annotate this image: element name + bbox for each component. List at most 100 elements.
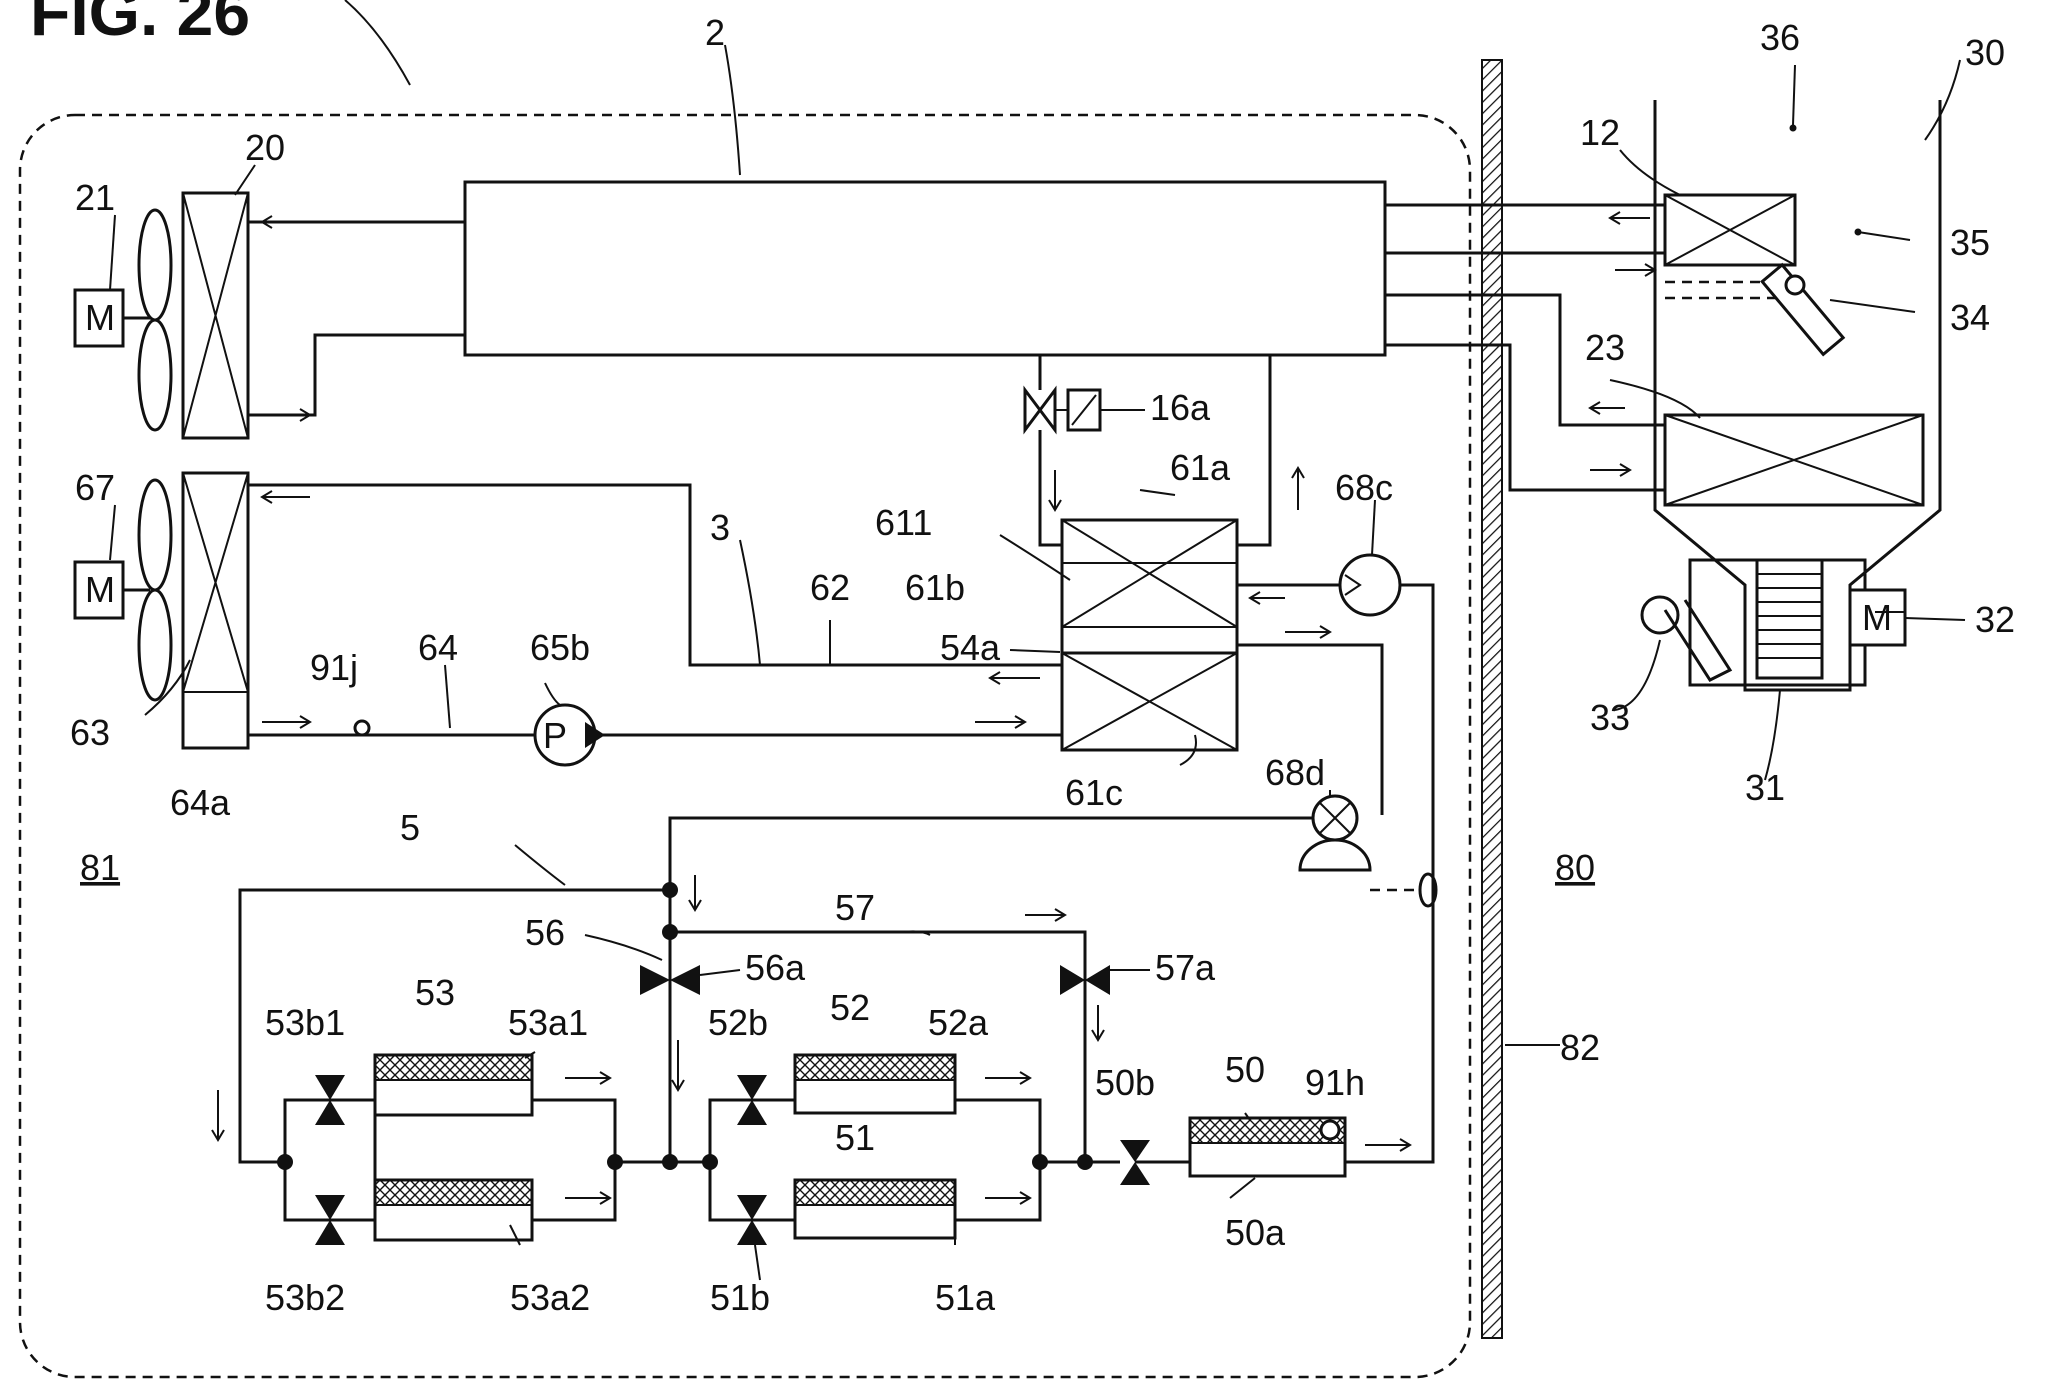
compressor-68c-mark: [1344, 574, 1362, 596]
label-51b: 51b: [710, 1277, 770, 1318]
label-68c: 68c: [1335, 467, 1393, 508]
pipe-68d-to-bus: [668, 816, 1313, 890]
label-64a: 64a: [170, 782, 231, 823]
label-91h: 91h: [1305, 1062, 1365, 1103]
label-20: 20: [245, 127, 285, 168]
label-52a: 52a: [928, 1002, 989, 1043]
label-56a: 56a: [745, 947, 806, 988]
valve-57a: [1060, 965, 1110, 995]
hx63-cross: [182, 472, 249, 693]
label-53a1: 53a1: [508, 1002, 588, 1043]
label-54a: 54a: [940, 627, 1001, 668]
adsorber-53a1-hatch: [374, 1054, 533, 1081]
label-2: 2: [705, 12, 725, 53]
heat-exchanger-61: [1060, 518, 1239, 752]
pipe-53-loop: [283, 1098, 375, 1222]
hx20-cross: [182, 192, 249, 439]
label-61c: 61c: [1065, 772, 1123, 813]
label-611: 611: [875, 502, 932, 543]
label-12: 12: [1580, 112, 1620, 153]
valve-56a: [640, 965, 700, 995]
heat-exchanger-63: [181, 471, 250, 750]
label-35: 35: [1950, 222, 1990, 263]
leader-lines: [109, 44, 1966, 1281]
label-16a: 16a: [1150, 387, 1211, 428]
label-21: 21: [75, 177, 115, 218]
adsorber-52a-hatch: [794, 1054, 956, 1081]
label-34: 34: [1950, 297, 1990, 338]
wall-82: [1481, 59, 1503, 1339]
motor-67: [73, 560, 125, 620]
hx12-cross: [1664, 194, 1796, 266]
adsorber-51a-hatch: [794, 1179, 956, 1206]
stack-31: [1755, 558, 1824, 680]
pipe-57: [670, 930, 1087, 1162]
label-53: 53: [415, 972, 455, 1013]
label-65b: 65b: [530, 627, 590, 668]
motor-32-letter: M: [1862, 597, 1892, 638]
pipe-header-5: [238, 888, 670, 1164]
pipe-61-to-68d: [1237, 643, 1384, 815]
hx61-cross-lower: [1061, 652, 1238, 751]
valve-68d-cross: [1319, 802, 1351, 834]
valve-16a-solenoid-mark: [1071, 394, 1097, 426]
label-31: 31: [1745, 767, 1785, 808]
pipe-2-to-23-a: [1385, 293, 1665, 427]
pipe-51-52-loop: [708, 1098, 795, 1222]
adsorber-53a2-hatch: [374, 1179, 533, 1206]
label-52b: 52b: [708, 1002, 768, 1043]
junction-dots: [277, 882, 1093, 1170]
motor-32: [1848, 588, 1907, 647]
point-36: [1789, 124, 1797, 132]
label-50a: 50a: [1225, 1212, 1286, 1253]
label-51a: 51a: [935, 1277, 996, 1318]
motor-21-letter: M: [85, 297, 115, 338]
pipe-62: [248, 483, 1062, 667]
fan-21-blade-top: [137, 208, 173, 322]
valve-68d-sensor-bulb: [1418, 872, 1438, 908]
pivot-34: [1784, 274, 1806, 296]
fan-21-blade-bottom: [137, 318, 173, 432]
label-33: 33: [1590, 697, 1630, 738]
label-52: 52: [830, 987, 870, 1028]
label-64: 64: [418, 627, 458, 668]
label-62: 62: [810, 567, 850, 608]
label-30: 30: [1965, 32, 2005, 73]
label-67: 67: [75, 467, 115, 508]
container-30: [1653, 100, 1942, 692]
adsorber-50a-hatch: [1189, 1117, 1346, 1144]
label-53b1: 53b1: [265, 1002, 345, 1043]
label-51: 51: [835, 1117, 875, 1158]
label-23: 23: [1585, 327, 1625, 368]
label-80: 80: [1555, 847, 1595, 888]
pipe-61-to-2: [1237, 355, 1272, 547]
label-5: 5: [400, 807, 420, 848]
sensor-91j: [353, 719, 371, 737]
pipe-68c-return: [1345, 583, 1435, 1164]
valve-52b: [737, 1075, 767, 1125]
valve-53b2: [315, 1195, 345, 1245]
compressor-68c: [1338, 553, 1402, 617]
arm-34: [1760, 262, 1846, 357]
sensor-91h: [1319, 1119, 1341, 1141]
label-53b2: 53b2: [265, 1277, 345, 1318]
label-50b: 50b: [1095, 1062, 1155, 1103]
label-61a: 61a: [1170, 447, 1231, 488]
stack-31-lines: [1757, 573, 1822, 659]
motor-21: [73, 288, 125, 348]
pipe-16a-to-61: [1038, 430, 1062, 547]
figure-title: FIG. 26: [30, 0, 250, 49]
fan-67-blade-bottom: [137, 588, 173, 702]
pump-65b-letter: P: [543, 715, 567, 756]
pump-65b-arrowhead: [585, 722, 605, 748]
motor-67-letter: M: [85, 569, 115, 610]
label-68d: 68d: [1265, 752, 1325, 793]
label-3: 3: [710, 507, 730, 548]
machine-enclosure-outline: [18, 113, 1472, 1379]
label-36: 36: [1760, 17, 1800, 58]
hx23-cross: [1664, 414, 1924, 506]
pipe-2-to-23-b: [1385, 343, 1665, 492]
label-56: 56: [525, 912, 565, 953]
label-91j: 91j: [310, 647, 358, 688]
